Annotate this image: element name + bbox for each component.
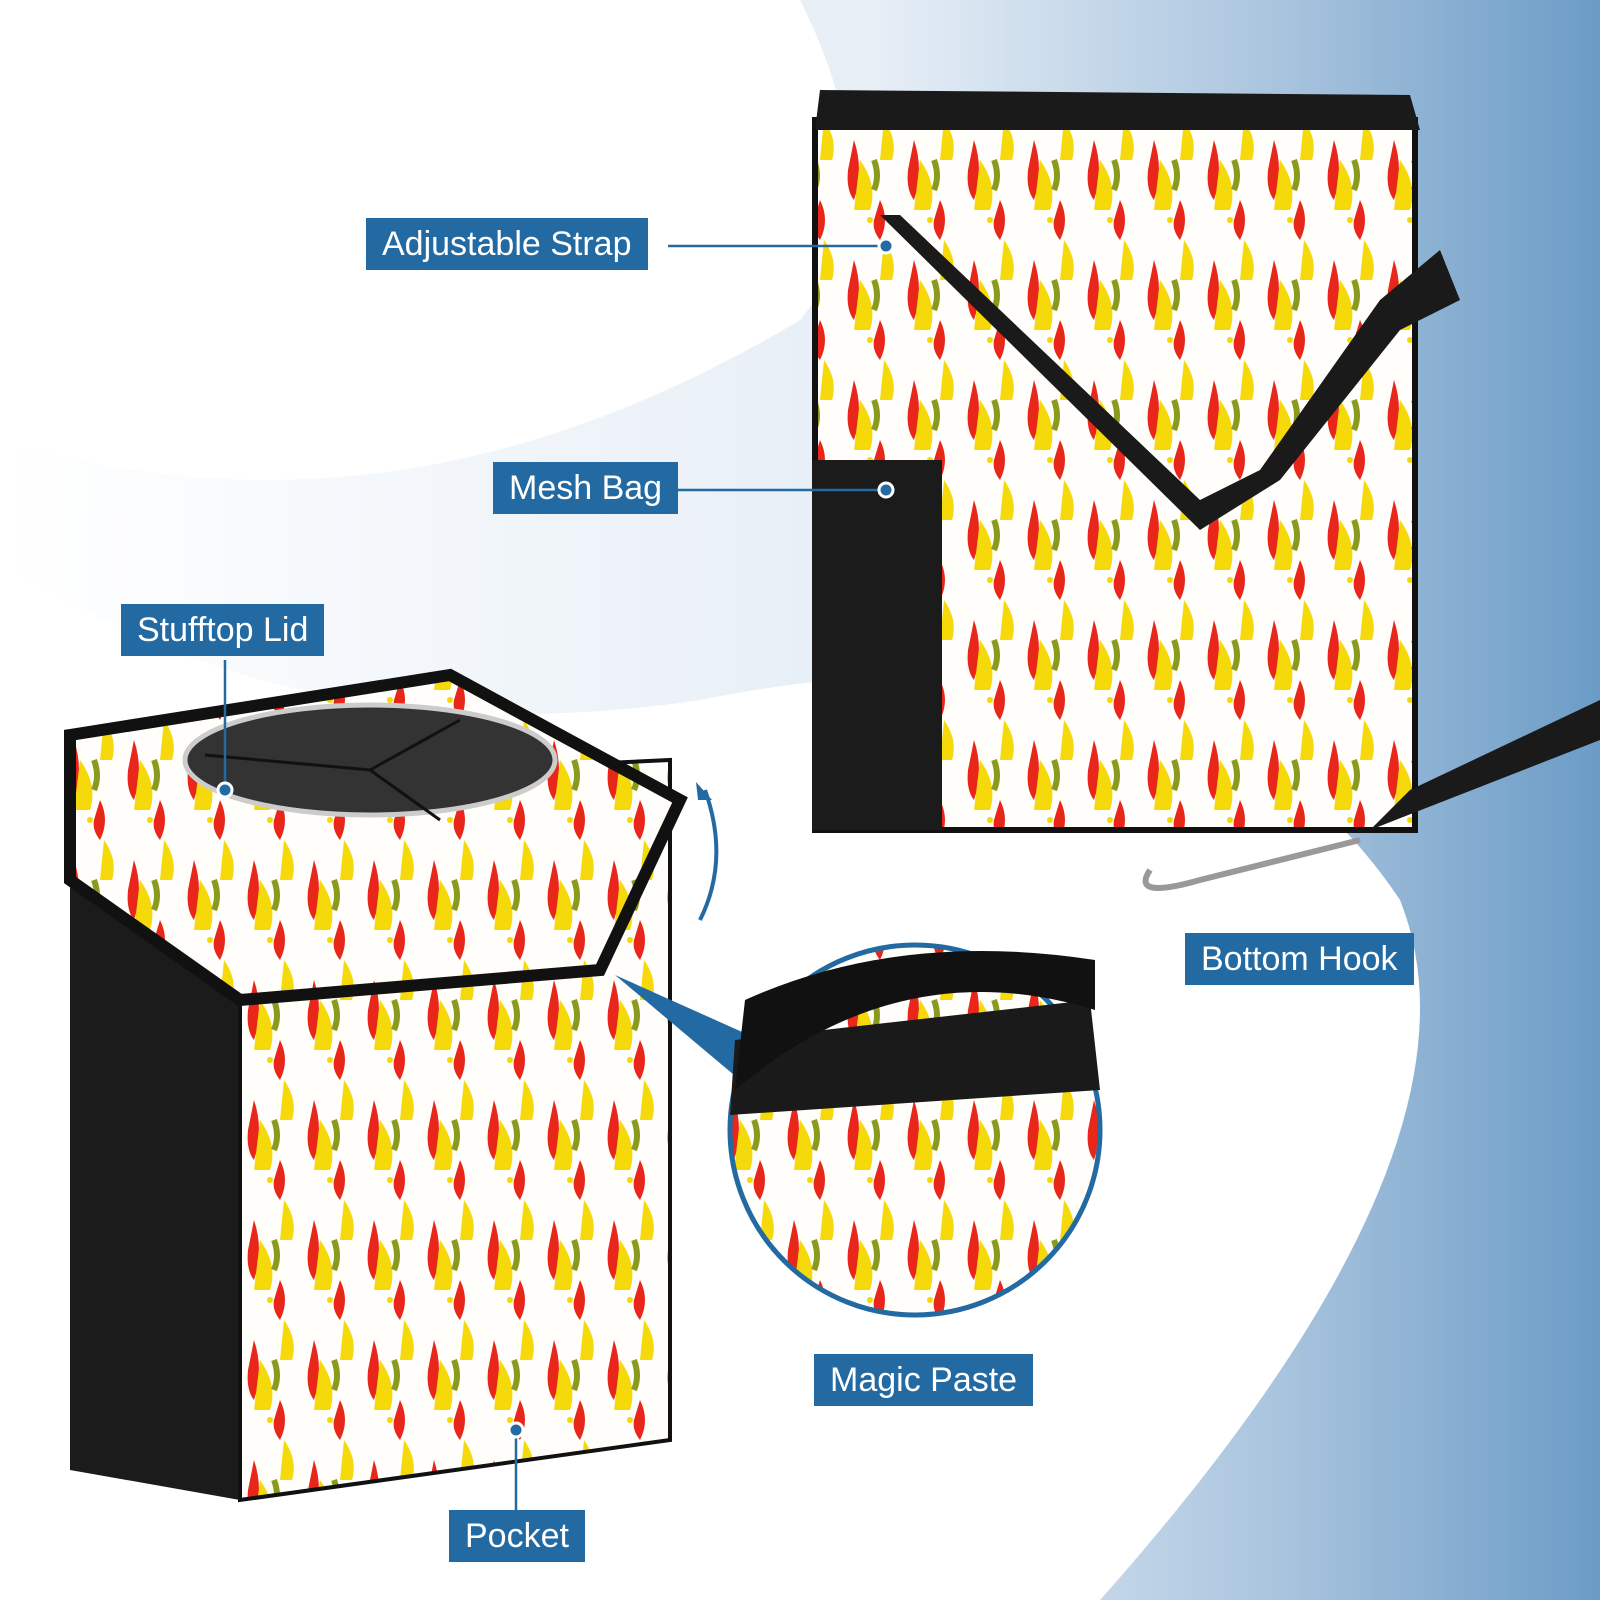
stufftop-lid-label: Stufftop Lid	[121, 604, 325, 656]
adjustable-strap-label: Adjustable Strap	[366, 218, 648, 270]
bottom-hook-label: Bottom Hook	[1185, 933, 1414, 985]
mesh-bag-label: Mesh Bag	[493, 462, 679, 514]
magic-paste-detail	[615, 942, 1103, 1318]
pocket-label: Pocket	[449, 1510, 585, 1562]
magic-paste-label: Magic Paste	[814, 1354, 1034, 1406]
hanging-bag	[812, 90, 1600, 891]
leader-lines	[223, 244, 886, 1510]
trash-bin	[64, 668, 719, 1503]
callout-dots	[216, 237, 895, 1439]
